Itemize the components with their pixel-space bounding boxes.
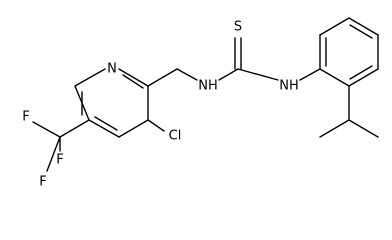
bond [348, 68, 379, 87]
bond [59, 119, 90, 138]
atom-label-chlorine: Cl [169, 129, 182, 144]
atom-label-pyridine-nitrogen: N [107, 62, 117, 77]
bond [176, 68, 198, 81]
bond [348, 119, 379, 138]
phenyl-ring [319, 17, 379, 87]
bond [32, 121, 61, 138]
bond [218, 68, 239, 81]
bond [348, 17, 379, 36]
bond [147, 119, 165, 132]
bond [46, 136, 61, 172]
pyridine-ring [74, 68, 149, 138]
bond [118, 68, 149, 87]
atom-label-fluorine-3: F [39, 175, 46, 190]
bond [349, 65, 373, 80]
bond [319, 119, 350, 138]
bond [349, 24, 373, 39]
thiourea-linker [147, 37, 321, 87]
bond [147, 68, 178, 87]
molecule-structure: N NH NH S Cl F F F [22, 17, 379, 190]
atom-label-sulfur: S [234, 20, 242, 35]
atom-label-fluorine-1: F [22, 110, 29, 125]
atom-label-nh-left: NH [198, 79, 218, 94]
bond [299, 68, 321, 81]
bond [118, 119, 149, 138]
bond [74, 68, 106, 87]
bond [94, 116, 118, 131]
bond [88, 119, 120, 138]
bond [237, 68, 279, 81]
isopropyl-group [319, 85, 379, 138]
bond [122, 74, 144, 89]
atom-label-nh-right: NH [279, 79, 299, 94]
atom-label-fluorine-2: F [56, 153, 63, 168]
bond [319, 68, 350, 87]
bond [319, 17, 350, 36]
trifluoromethyl-group [32, 119, 90, 172]
